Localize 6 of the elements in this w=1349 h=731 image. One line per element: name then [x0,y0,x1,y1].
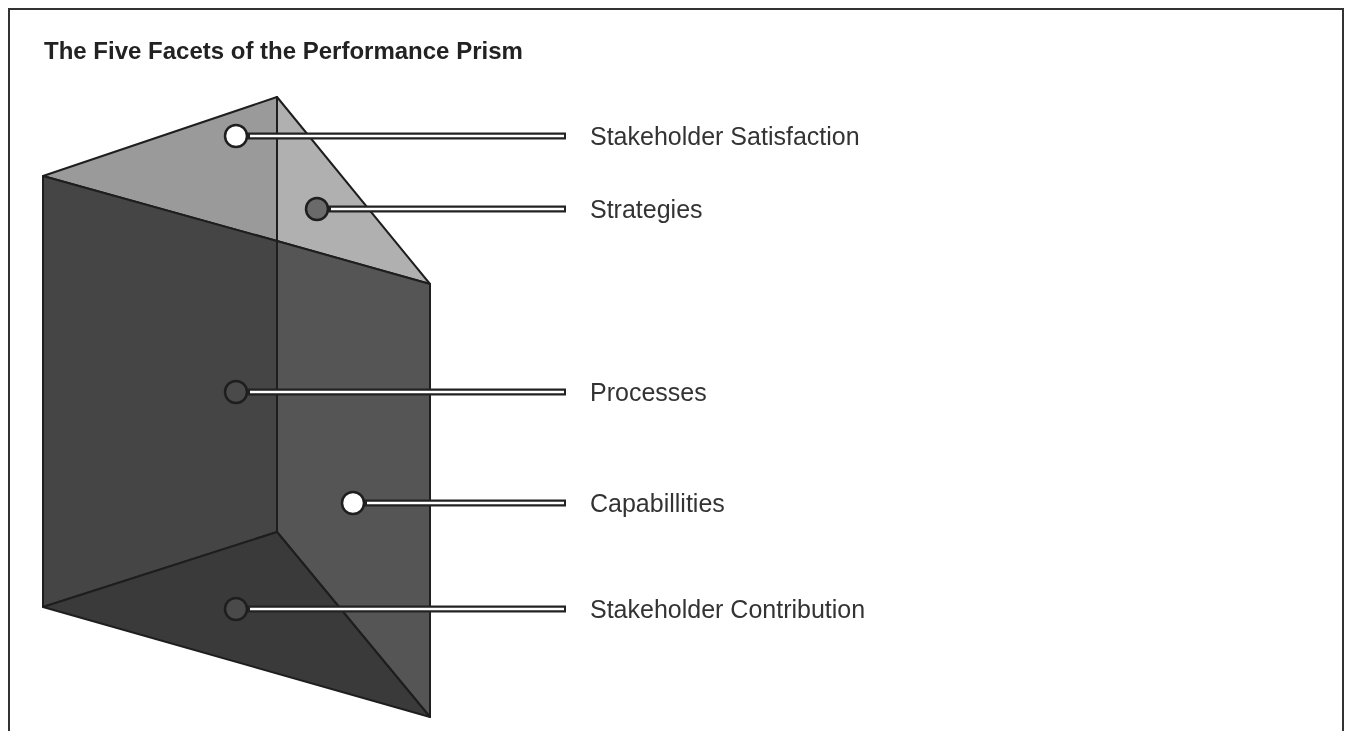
facet-label: Processes [590,378,707,406]
facet-label: Strategies [590,195,703,223]
facet-label: Capabillities [590,489,725,517]
facet-label: Stakeholder Contribution [590,595,866,623]
diagram-title: The Five Facets of the Performance Prism [44,37,523,65]
facet-label: Stakeholder Satisfaction [590,122,860,150]
